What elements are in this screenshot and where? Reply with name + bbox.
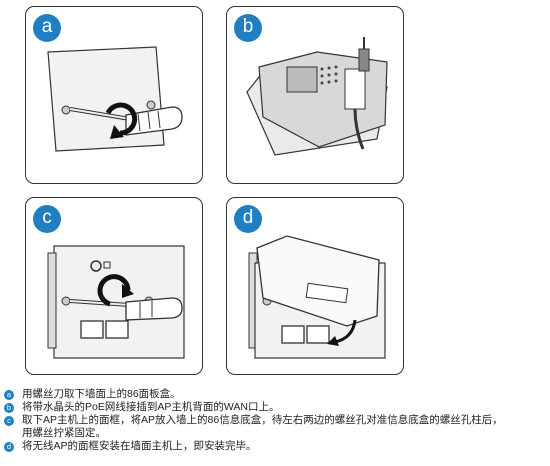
step-c-text: 取下AP主机上的面框，将AP放入墙上的86信息底盒，待左右两边的螺丝孔对准信息底…: [22, 414, 503, 439]
step-d: d 将无线AP的面框安装在墙面主机上，即安装完毕。: [4, 440, 550, 453]
panel-d: d: [226, 197, 404, 375]
panel-d-badge: d: [234, 205, 262, 233]
panel-a: a: [25, 6, 203, 184]
step-c: c 取下AP主机上的面框，将AP放入墙上的86信息底盒，待左右两边的螺丝孔对准信…: [4, 414, 550, 440]
panel-c-badge: c: [33, 205, 61, 233]
step-a-marker: a: [4, 389, 14, 400]
step-b: b 将带水晶头的PoE网线接插到AP主机背面的WAN口上。: [4, 401, 550, 414]
step-d-text: 将无线AP的面框安装在墙面主机上，即安装完毕。: [22, 440, 257, 452]
step-a-text: 用螺丝刀取下墙面上的86面板盒。: [22, 388, 181, 400]
panel-a-badge: a: [33, 14, 61, 42]
connect-poe-cable-illustration: [246, 37, 388, 156]
step-b-marker: b: [4, 402, 14, 413]
mount-ap-illustration: [47, 245, 185, 359]
panel-b: b: [226, 6, 404, 184]
panel-b-badge: b: [234, 14, 262, 42]
attach-frame-illustration: [248, 235, 386, 359]
instruction-list: a 用螺丝刀取下墙面上的86面板盒。 b 将带水晶头的PoE网线接插到AP主机背…: [4, 388, 550, 453]
step-a: a 用螺丝刀取下墙面上的86面板盒。: [4, 388, 550, 401]
step-c-marker: c: [4, 415, 14, 426]
remove-faceplate-illustration: [47, 46, 183, 152]
panel-c: c: [25, 197, 203, 375]
step-d-marker: d: [4, 441, 14, 452]
step-b-text: 将带水晶头的PoE网线接插到AP主机背面的WAN口上。: [22, 401, 280, 413]
